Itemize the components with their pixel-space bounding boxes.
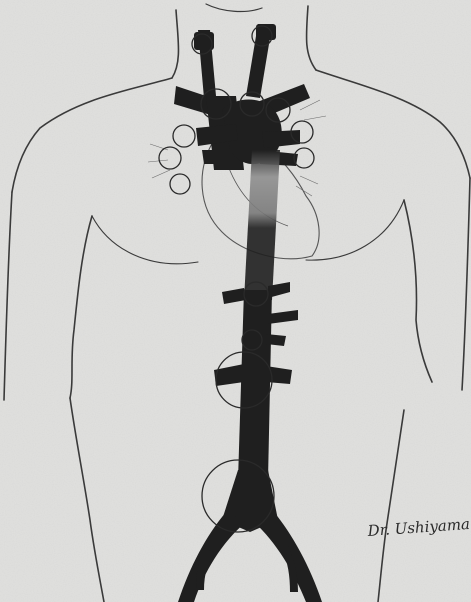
lower-left-vessel xyxy=(202,150,232,164)
lumbar-small-branch xyxy=(266,334,286,346)
abdominal-aorta xyxy=(238,290,272,480)
